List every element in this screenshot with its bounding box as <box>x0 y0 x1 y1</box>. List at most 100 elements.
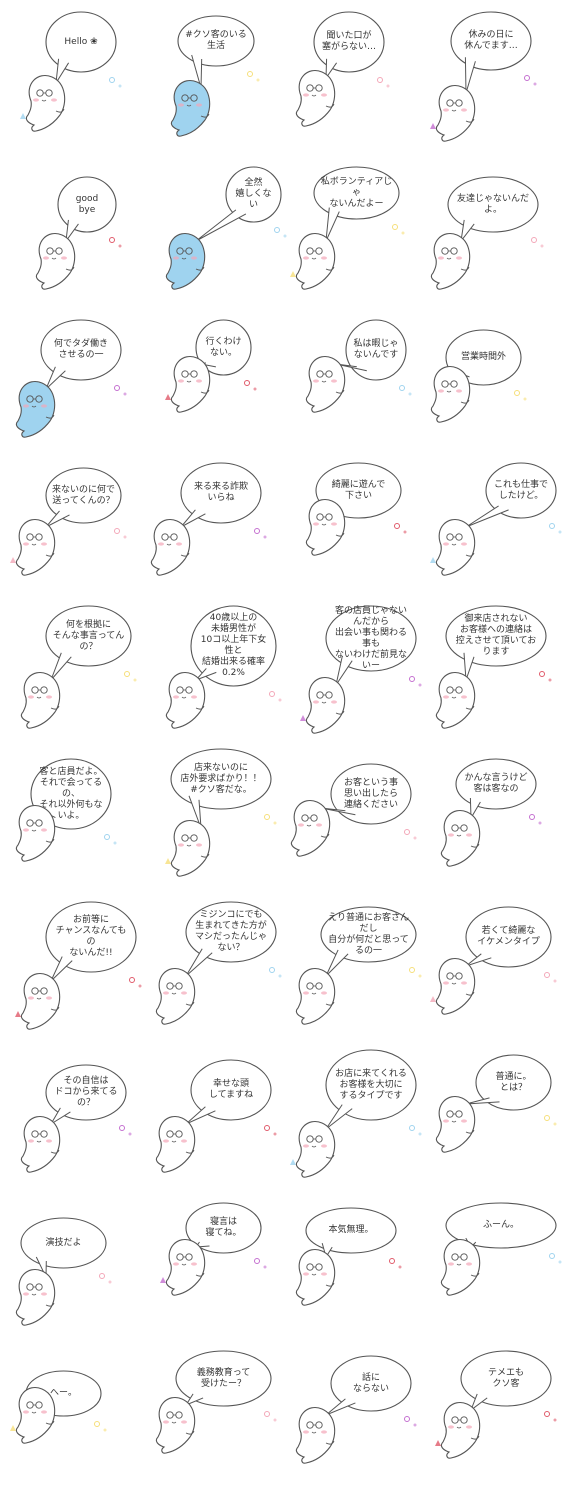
speech-bubble <box>305 1207 397 1259</box>
decoration-icon <box>435 1411 557 1446</box>
seal-icon <box>305 356 346 413</box>
sticker[interactable]: その自信は ドコから来てるの？seal-icon <box>6 1040 146 1190</box>
decoration-icon <box>114 385 127 396</box>
sticker[interactable]: 若くて綺麗な イケメンタイプseal-icon <box>426 892 562 1042</box>
sticker[interactable]: 40歳以上の 未婚男性が 10コ以上年下女性と 結婚出来る確率 0.2%seal… <box>146 596 286 746</box>
seal-icon <box>170 820 211 877</box>
speech-bubble <box>185 1202 262 1254</box>
seal-icon <box>20 973 61 1030</box>
speech-bubble <box>465 906 552 968</box>
sticker[interactable]: 本気無理。seal-icon <box>286 1188 426 1338</box>
speech-bubble <box>45 901 137 982</box>
sticker[interactable]: 演技だよseal-icon <box>6 1188 146 1338</box>
sticker[interactable]: 話に ならないseal-icon <box>286 1336 426 1486</box>
decoration-icon <box>404 1416 417 1427</box>
seal-icon <box>15 519 56 576</box>
sticker[interactable]: 寝言は 寝てね。seal-icon <box>146 1188 286 1338</box>
speech-bubble <box>45 1064 127 1125</box>
sticker[interactable]: good byeseal-icon <box>6 152 146 302</box>
sticker[interactable]: 来ないのに何で 送ってくんの？seal-icon <box>6 448 146 598</box>
sticker[interactable]: へー。seal-icon <box>6 1336 146 1486</box>
sticker[interactable]: えり普通にお客さんだし 自分が何だと思ってるの一seal-icon <box>286 892 426 1042</box>
speech-bubble <box>335 319 407 381</box>
sticker[interactable]: #クソ客のいる生活seal-icon <box>146 4 286 154</box>
speech-bubble <box>185 901 277 977</box>
sticker[interactable]: 何でタダ働き させるの一seal-icon <box>6 300 146 450</box>
decoration-icon <box>99 1273 112 1284</box>
seal-icon <box>15 1387 56 1444</box>
sticker[interactable]: 綺麗に遊んで 下さいseal-icon <box>286 448 426 598</box>
sticker[interactable]: 全然 嬉しくないseal-icon <box>146 152 287 302</box>
speech-bubble <box>450 11 532 94</box>
speech-bubble <box>175 1350 272 1407</box>
seal-icon <box>435 672 476 729</box>
sticker[interactable]: お前等に チャンスなんてもの ないんだ!!seal-icon <box>6 892 146 1042</box>
seal-icon <box>305 499 346 556</box>
speech-bubble <box>325 1355 412 1416</box>
sticker[interactable]: 私ボランティアじゃ ないんだよーseal-icon <box>286 152 426 302</box>
speech-bubble <box>325 605 417 686</box>
sticker[interactable]: 客の店員じゃないんだから 出会い事も関わる事も ないわけだ前見ないーseal-i… <box>286 596 426 746</box>
sticker[interactable]: テメエも クソ客seal-icon <box>426 1336 562 1486</box>
seal-icon <box>435 519 476 576</box>
decoration-icon <box>409 967 422 978</box>
speech-bubble <box>313 11 385 80</box>
sticker[interactable]: 聞いた口が 塞がらない…seal-icon <box>286 4 426 154</box>
sticker[interactable]: 義務教育って 受けたー？seal-icon <box>146 1336 286 1486</box>
speech-bubble <box>445 1202 557 1249</box>
sticker[interactable]: ミジンコにでも 生まれてきた方が マシだったんじゃない？seal-icon <box>146 892 286 1042</box>
sticker[interactable]: 御来店されない お客様への連絡は 控えさせて頂いておりますseal-icon <box>426 596 562 746</box>
speech-bubble <box>455 758 537 820</box>
sticker[interactable]: 客と店員だよ。 それで会ってるの、 それ以外何もないよ。seal-icon <box>6 744 146 894</box>
sticker[interactable]: 店来ないのに 店外要求ばかり！！ #クソ客だな。seal-icon <box>146 744 286 894</box>
seal-icon <box>155 1116 196 1173</box>
seal-icon <box>155 968 196 1025</box>
sticker[interactable]: お店に来てくれる お客様を大切に するタイプですseal-icon <box>286 1040 426 1190</box>
seal-icon <box>295 233 336 290</box>
sticker[interactable]: Hello ❀seal-icon <box>6 4 146 154</box>
decoration-icon <box>290 1125 422 1165</box>
seal-icon <box>20 672 61 729</box>
sticker[interactable]: 来る来る詐欺 いらねseal-icon <box>146 448 286 598</box>
sticker[interactable]: 私は暇じゃ ないんですseal-icon <box>286 300 426 450</box>
seal-icon <box>295 70 336 127</box>
sticker[interactable]: 休みの日に 休んでます…seal-icon <box>426 4 562 154</box>
speech-bubble <box>45 11 117 84</box>
speech-bubble <box>445 605 547 681</box>
seal-icon <box>430 366 471 423</box>
decoration-icon <box>104 834 117 845</box>
sticker[interactable]: これも仕事で したけど。seal-icon <box>426 448 562 598</box>
sticker[interactable]: お客という事 思い出したら 連絡くださいseal-icon <box>286 744 426 894</box>
decoration-icon <box>430 75 537 129</box>
seal-icon <box>430 233 471 290</box>
sticker[interactable]: 営業時間外seal-icon <box>426 300 562 450</box>
sticker[interactable]: ふーん。seal-icon <box>426 1188 562 1338</box>
sticker[interactable]: 友達じゃないんだよ。seal-icon <box>426 152 562 302</box>
seal-icon <box>305 677 346 734</box>
decoration-icon <box>274 227 287 238</box>
sticker[interactable]: 普通に。 とは？seal-icon <box>426 1040 562 1190</box>
decoration-icon <box>15 977 142 1017</box>
seal-icon <box>435 1096 476 1153</box>
seal-icon <box>440 1239 481 1296</box>
decoration-icon <box>300 676 422 721</box>
sticker[interactable]: 幸せな頭 してますねseal-icon <box>146 1040 286 1190</box>
seal-icon <box>290 800 331 857</box>
sticker[interactable]: 行くわけ ない。seal-icon <box>146 300 286 450</box>
decoration-icon <box>269 691 282 702</box>
seal-icon <box>295 1121 336 1178</box>
decoration-icon <box>10 528 127 563</box>
seal-icon <box>295 968 336 1025</box>
sticker[interactable]: かんな言うけど 客は客なのseal-icon <box>426 744 562 894</box>
sticker[interactable]: 何を根拠に そんな事言ってんの？seal-icon <box>6 596 146 746</box>
speech-bubble <box>170 748 272 829</box>
seal-icon <box>150 519 191 576</box>
seal-icon <box>295 1249 336 1306</box>
decoration-icon <box>124 671 137 682</box>
decoration-icon <box>160 1258 267 1283</box>
decoration-icon <box>377 77 390 88</box>
decoration-icon <box>539 671 552 682</box>
decoration-icon <box>290 224 405 277</box>
seal-icon <box>295 1407 336 1464</box>
